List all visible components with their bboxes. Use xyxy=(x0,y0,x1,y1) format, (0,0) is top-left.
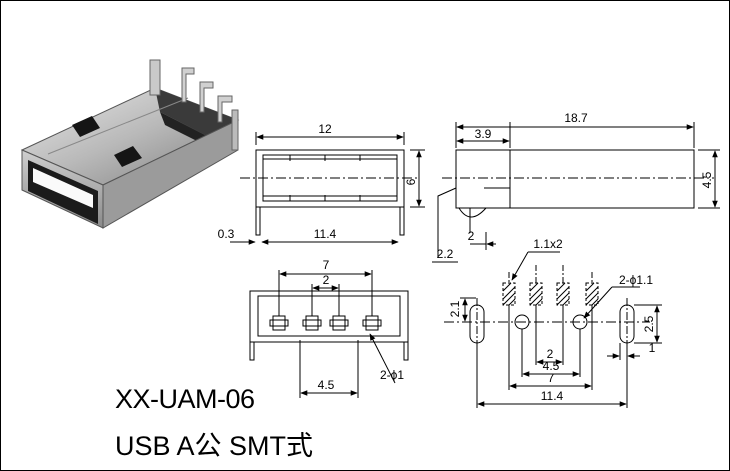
pcb-footprint xyxy=(444,265,662,408)
dim-top-height: 6 xyxy=(404,178,418,185)
pcb-footprint-dimensions xyxy=(462,251,660,407)
dim-side-height: 4.5 xyxy=(700,171,714,188)
product-model: XX-UAM-06 xyxy=(115,384,255,414)
dim-pad-slot: 2.5 xyxy=(642,315,656,332)
dim-pad-height: 2.1 xyxy=(448,300,462,317)
front-view xyxy=(249,270,409,398)
dim-side-front: 3.9 xyxy=(475,127,492,141)
dim-side-pin: 2 xyxy=(468,229,475,243)
dim-pad-slot-width: 1 xyxy=(649,341,656,355)
dim-top-offset: 0.3 xyxy=(218,227,235,241)
dim-front-pitch-inner: 2 xyxy=(323,273,330,287)
dim-pad-pitch-outer: 7 xyxy=(548,371,555,385)
dim-top-inner-width: 11.4 xyxy=(314,227,337,241)
dim-front-pin-dia: 2-ϕ1 xyxy=(380,368,404,382)
dim-pad-pitch-inner: 2 xyxy=(547,347,554,361)
front-view-dimensions xyxy=(279,271,396,396)
top-view xyxy=(240,132,425,236)
dim-pad-size: 1.1x2 xyxy=(533,237,563,251)
side-view-dimensions xyxy=(432,124,718,263)
product-description: USB A公 SMT式 xyxy=(115,431,314,461)
dim-pad-width: 11.4 xyxy=(541,389,564,403)
dim-side-length: 18.7 xyxy=(564,111,588,125)
dim-front-pitch-outer: 7 xyxy=(323,258,330,272)
dim-front-pitch-mid: 4.5 xyxy=(318,378,335,392)
dim-side-base: 2.2 xyxy=(437,247,454,261)
side-view xyxy=(437,122,720,258)
top-view-dimensions xyxy=(230,134,422,245)
dim-top-width: 12 xyxy=(318,122,332,136)
dim-pad-hole: 2-ϕ1.1 xyxy=(619,273,653,287)
dim-pad-pitch-mid: 4.5 xyxy=(543,359,560,373)
product-photo xyxy=(20,59,240,229)
